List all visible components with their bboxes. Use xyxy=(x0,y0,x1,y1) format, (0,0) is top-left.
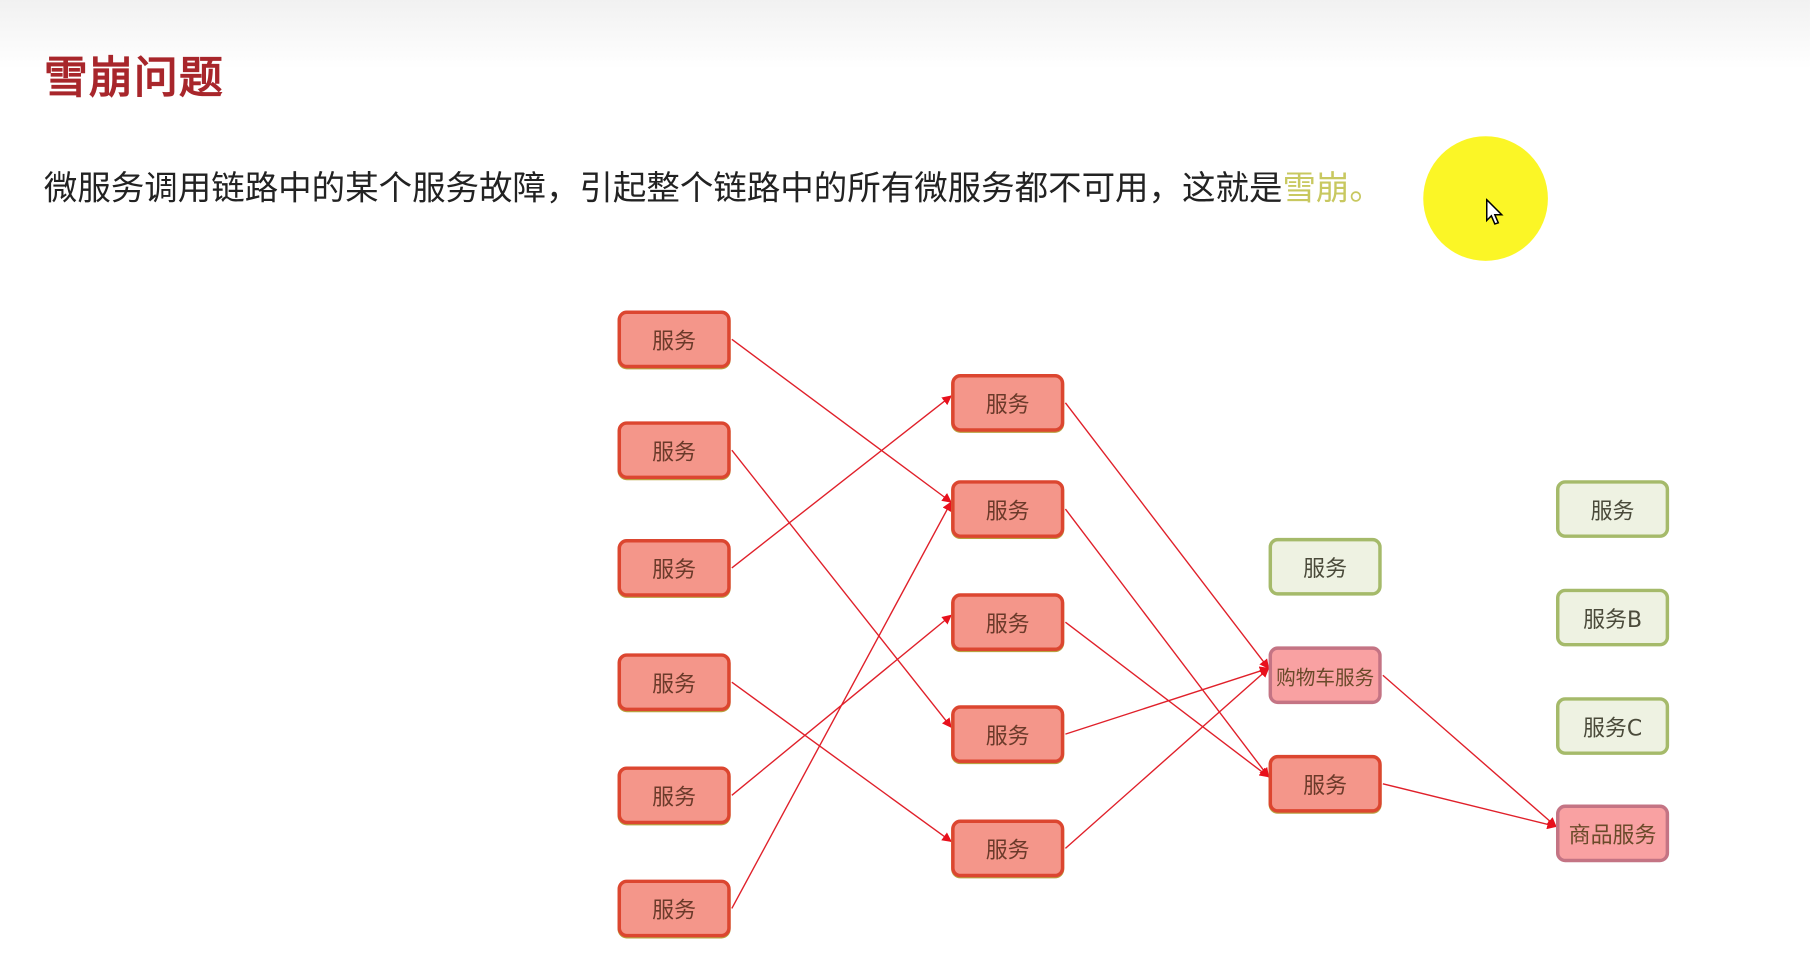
call-edge xyxy=(1064,508,1270,778)
service-node: 商品服务 xyxy=(1555,804,1670,863)
description-highlight: 雪崩。 xyxy=(1282,168,1383,208)
service-node: 服务 xyxy=(617,766,731,825)
call-edge xyxy=(1065,666,1270,735)
service-node: 服务 xyxy=(951,373,1065,432)
service-node: 服务 xyxy=(1555,480,1670,538)
service-node: 服务 xyxy=(617,421,731,480)
call-edge xyxy=(731,681,952,843)
call-edge xyxy=(1064,667,1270,849)
call-edge xyxy=(731,501,952,909)
service-node: 服务 xyxy=(617,539,731,597)
service-node: 服务 xyxy=(951,819,1065,878)
service-node: 服务 xyxy=(951,705,1065,763)
call-edge xyxy=(731,449,952,728)
slide-description: 微服务调用链路中的某个服务故障，引起整个链路中的所有微服务都不可用，这就是雪崩。 xyxy=(44,162,1383,210)
service-node: 服务 xyxy=(1268,537,1382,596)
service-node: 服务 xyxy=(951,593,1065,652)
service-node: 服务 xyxy=(617,879,731,938)
call-edge xyxy=(1064,402,1270,670)
description-text: 微服务调用链路中的某个服务故障，引起整个链路中的所有微服务都不可用，这就是 xyxy=(43,168,1283,208)
service-node: 购物车服务 xyxy=(1268,646,1382,705)
call-edge xyxy=(731,395,952,569)
slide-title: 雪崩问题 xyxy=(43,51,224,103)
service-node: 服务B xyxy=(1555,588,1670,647)
call-edge xyxy=(1064,621,1270,778)
call-edge xyxy=(731,338,952,503)
mouse-cursor-icon xyxy=(1485,198,1504,225)
call-edge xyxy=(1382,674,1557,828)
service-node: 服务C xyxy=(1555,697,1670,755)
service-node: 服务 xyxy=(617,310,731,369)
service-node: 服务 xyxy=(1268,754,1382,813)
call-edge xyxy=(1382,783,1557,830)
cursor-highlight xyxy=(1423,136,1548,261)
service-node: 服务 xyxy=(951,480,1065,538)
service-node: 服务 xyxy=(617,653,731,712)
